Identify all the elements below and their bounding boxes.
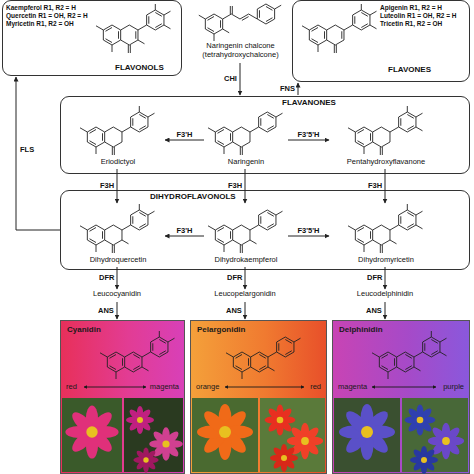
pigment-name: Pelargonidin: [197, 325, 259, 334]
pigment-panel: Delphinidin magenta purple: [332, 320, 470, 474]
compound-name: Pentahydroxyflavanone: [331, 158, 441, 167]
enzyme-label: DFR: [367, 274, 382, 282]
pigment-panel: Pelargonidin orange red: [190, 320, 327, 474]
class-title: FLAVONES: [388, 65, 458, 74]
color-word: magenta: [338, 383, 374, 392]
chalcone-structure: [199, 4, 281, 41]
enzyme-label: F3'5'H: [298, 131, 320, 139]
class-box: Kaempferol R1, R2 = HQuercetin R1 = OH, …: [2, 0, 182, 76]
graphic-part: [199, 4, 281, 41]
substituent-note: Tricetin R1, R2 = OH: [380, 20, 469, 27]
compound: Eriodictyol: [73, 104, 163, 168]
color-word: red: [66, 383, 102, 392]
reaction-arrow: [385, 267, 386, 289]
substituent-note: Luteolin R1 = OH, R2 = H: [380, 12, 469, 19]
enzyme-label: F3'H: [177, 131, 193, 139]
enzyme-label: ANS: [98, 307, 114, 315]
compound: Dihydroquercetin: [73, 204, 163, 266]
class-title: FLAVANONES: [282, 98, 344, 107]
compound-name: Leucopelargonidin: [195, 290, 295, 299]
reaction-arrow: [117, 267, 118, 289]
compound-name: Dihydrokaempferol: [206, 256, 286, 265]
reaction-arrow: [117, 302, 118, 319]
compound-name: Dihydromyricetin: [331, 256, 441, 265]
enzyme-label: F3'H: [177, 227, 193, 235]
reaction-arrow: [298, 83, 299, 95]
compound: Leucocyanidin: [77, 290, 157, 301]
pigment-name: Cyanidin: [67, 325, 127, 334]
substituent-note: Kaempferol R1, R2 = H: [6, 4, 98, 11]
enzyme-label: CHI: [224, 75, 237, 83]
enzyme-label: FNS: [280, 85, 295, 93]
color-word: red: [281, 383, 321, 392]
compound-name: Leucodelphinidin: [335, 290, 435, 299]
pigment-name: Delphinidin: [339, 325, 401, 334]
enzyme-label: DFR: [99, 274, 114, 282]
enzyme-label: FLS: [20, 146, 34, 154]
class-title: DIHYDROFLAVONOLS: [150, 192, 250, 201]
reaction-arrow: [16, 77, 60, 230]
class-box: Apigenin R1, R2 = HLuteolin R1 = OH, R2 …: [292, 0, 470, 82]
enzyme-label: F3H: [228, 182, 242, 190]
reaction-arrow: [240, 63, 241, 95]
substituent-note: Myricetin R1, R2 = OH: [6, 20, 98, 27]
reaction-arrow: [245, 267, 246, 289]
class-title: FLAVONOLS: [115, 63, 179, 72]
substituent-note: Apigenin R1, R2 = H: [380, 4, 469, 11]
compound-name: Leucocyanidin: [77, 290, 157, 299]
compound-name: Dihydroquercetin: [73, 256, 163, 265]
color-word: orange: [196, 383, 232, 392]
enzyme-label: ANS: [226, 307, 242, 315]
compound: Leucopelargonidin: [195, 290, 295, 301]
compound-name: Eriodictyol: [73, 158, 163, 167]
color-word: magenta: [139, 383, 179, 392]
class-box: DIHYDROFLAVONOLS Dihydroquercetin Dihydrok…: [60, 190, 470, 270]
compound-name: Naringenin: [206, 158, 286, 167]
substituent-note: Quercetin R1 = OH, R2 = H: [6, 12, 98, 19]
pigment-panel: Cyanidin red magenta: [60, 320, 185, 474]
enzyme-label: F3H: [100, 182, 114, 190]
compound-name: Naringenin chalcone (tetrahydroxychalcon…: [190, 42, 291, 59]
enzyme-label: DFR: [227, 274, 242, 282]
compound: Naringenin: [206, 104, 286, 168]
enzyme-label: ANS: [366, 307, 382, 315]
compound: Naringenin chalcone (tetrahydroxychalcon…: [188, 0, 293, 62]
enzyme-label: F3H: [368, 182, 382, 190]
class-box: FLAVANONES Eriodictyol Naringenin Pentahydr…: [60, 96, 470, 174]
compound: Dihydromyricetin: [331, 204, 441, 266]
compound: Pentahydroxyflavanone: [331, 104, 441, 168]
reaction-arrow: [245, 302, 246, 319]
color-word: purple: [424, 383, 464, 392]
compound: Dihydrokaempferol: [206, 204, 286, 266]
compound: Leucodelphinidin: [335, 290, 435, 301]
reaction-arrow: [385, 302, 386, 319]
enzyme-label: F3'5'H: [298, 227, 320, 235]
